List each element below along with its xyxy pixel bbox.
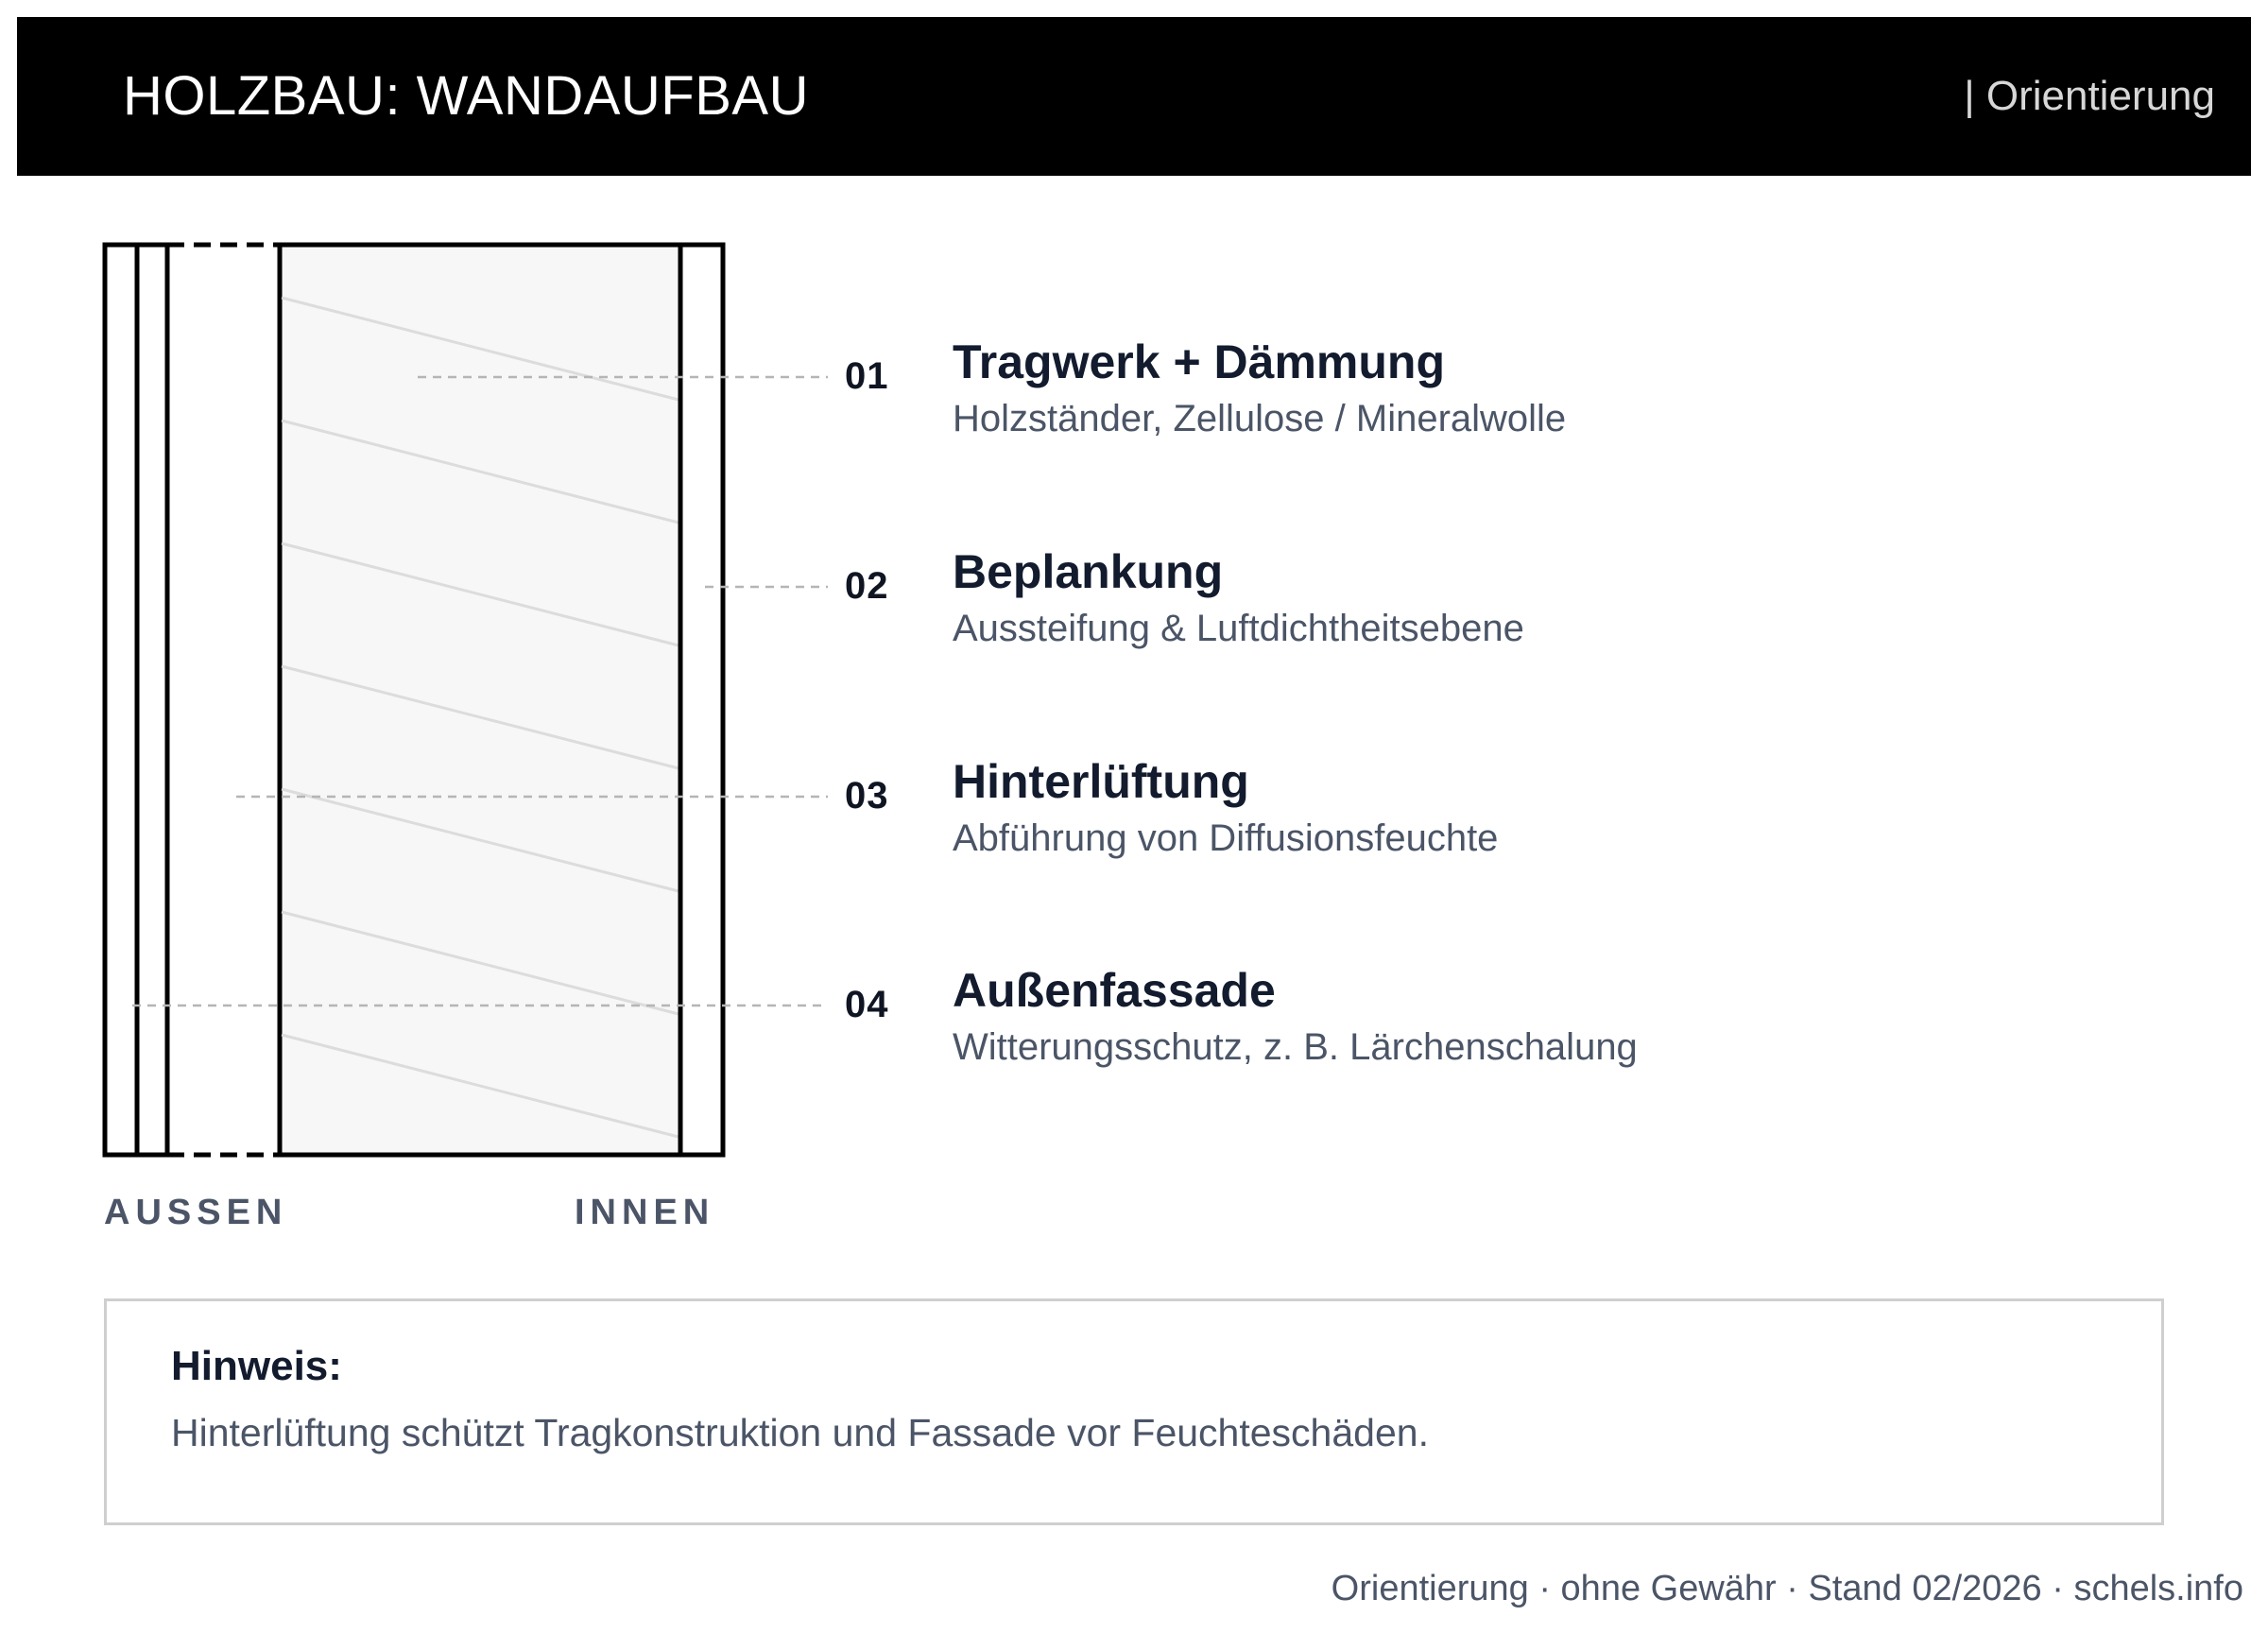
header-bar: HOLZBAU: WANDAUFBAU | Orientierung (17, 17, 2251, 176)
layer-description-02: Aussteifung & Luftdichtheitsebene (953, 608, 1524, 649)
insulation-layer (277, 242, 683, 1158)
note-box: Hinweis: Hinterlüftung schützt Tragkonst… (104, 1298, 2164, 1525)
insulation-hatch (281, 296, 679, 1139)
note-title: Hinweis: (171, 1343, 342, 1389)
leader-lines (132, 375, 828, 1007)
ventilation-gap (167, 242, 280, 1158)
layer-title-02: Beplankung (953, 545, 1224, 598)
facade-outer-board (102, 242, 140, 1158)
layer-number-01: 01 (845, 355, 889, 397)
sheathing-layer (678, 242, 726, 1158)
facade-inner-board (134, 242, 170, 1158)
layer-number-02: 02 (845, 565, 889, 607)
layer-title-01: Tragwerk + Dämmung (953, 335, 1445, 388)
layer-number-03: 03 (845, 775, 889, 816)
inside-label: INNEN (575, 1193, 715, 1232)
page-subtitle: | Orientierung (1964, 73, 2215, 119)
layer-title-04: Außenfassade (953, 964, 1276, 1017)
note-text: Hinterlüftung schützt Tragkonstruktion u… (171, 1411, 1429, 1454)
footer-text: Orientierung · ohne Gewähr · Stand 02/20… (1331, 1569, 2243, 1608)
layer-description-01: Holzständer, Zellulose / Mineralwolle (953, 398, 1567, 439)
layer-description-03: Abführung von Diffusionsfeuchte (953, 817, 1499, 859)
outside-label: AUSSEN (104, 1193, 288, 1232)
layer-number-04: 04 (845, 984, 889, 1025)
layer-description-04: Witterungsschutz, z. B. Lärchenschalung (953, 1026, 1638, 1068)
page-title: HOLZBAU: WANDAUFBAU (123, 65, 809, 127)
layer-title-03: Hinterlüftung (953, 755, 1249, 808)
